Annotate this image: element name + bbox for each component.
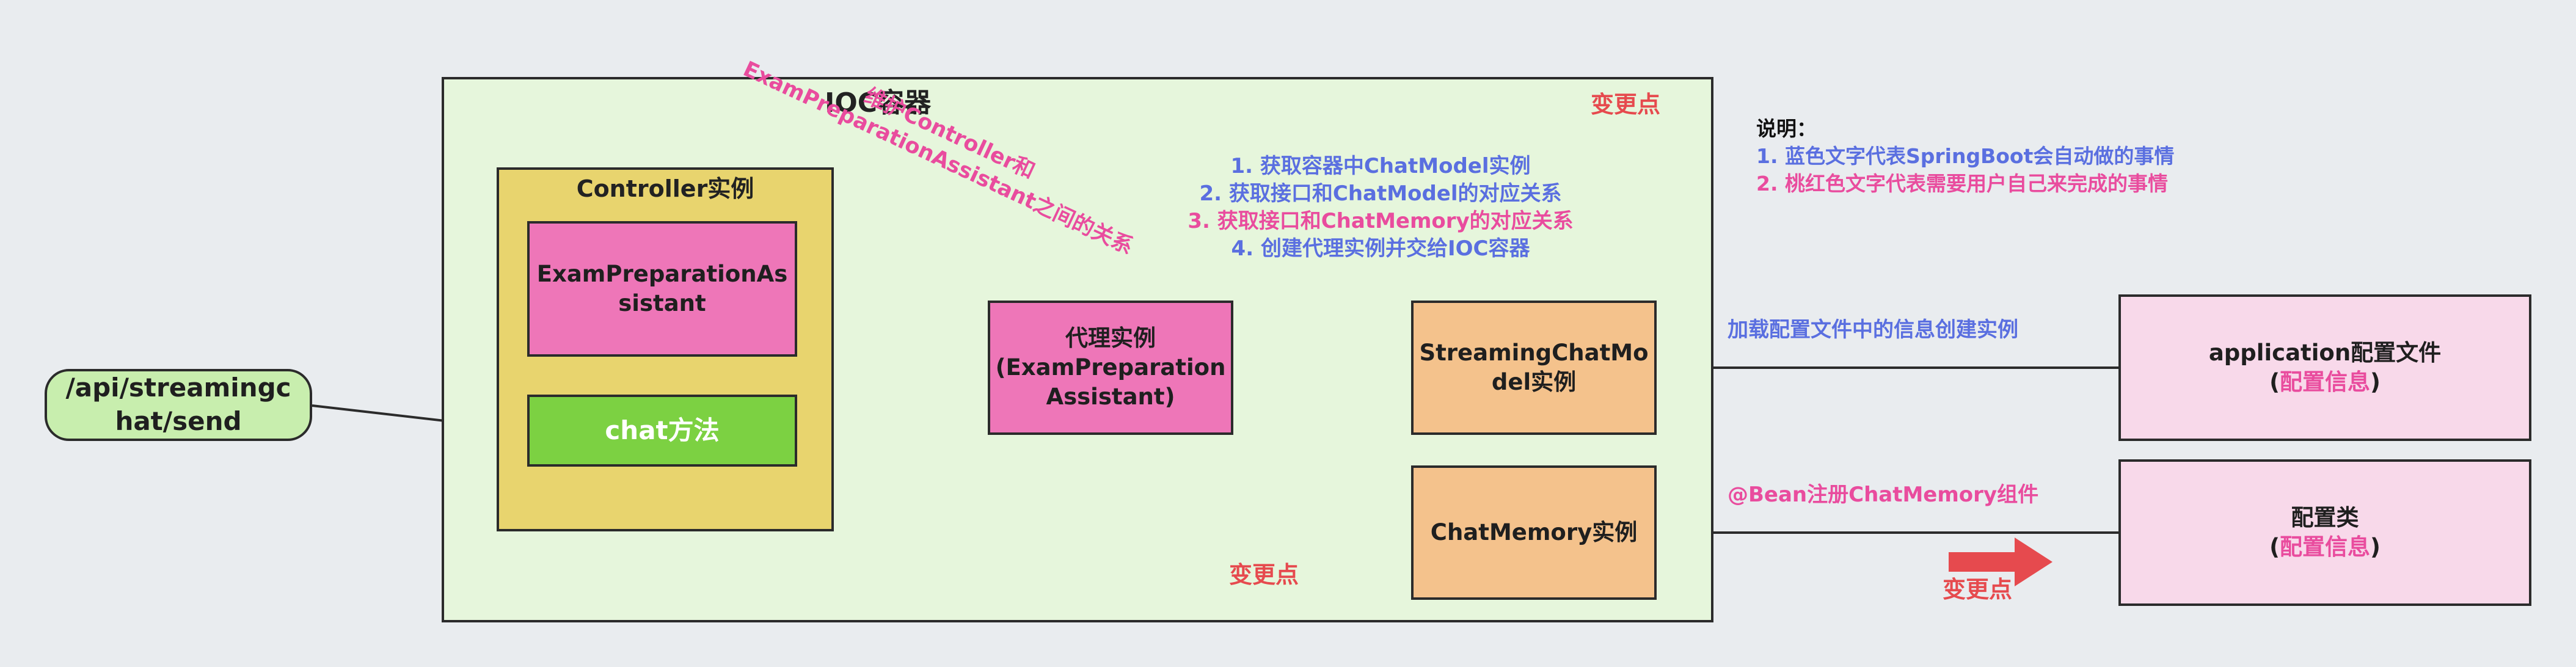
proxy-node-sublabel: (ExamPreparationAssistant)	[995, 354, 1226, 410]
config-class-node: 配置类 (配置信息)	[2118, 459, 2531, 606]
step-3: 3. 获取接口和ChatMemory的对应关系	[1188, 209, 1574, 233]
bean-register-label: @Bean注册ChatMemory组件	[1728, 483, 2039, 507]
change-point-label-right: 变更点	[1943, 576, 2013, 603]
step-4: 4. 创建代理实例并交给IOC容器	[1231, 236, 1530, 261]
change-point-label-bottom: 变更点	[1229, 561, 1299, 588]
cfgclass-config-info: 配置信息	[2280, 534, 2370, 560]
streaming-chat-model-node: StreamingChatModel实例	[1411, 301, 1657, 435]
step-1: 1. 获取容器中ChatModel实例	[1230, 154, 1531, 178]
api-endpoint-node: /api/streamingchat/send	[45, 369, 312, 441]
change-marker-arrow-right	[1949, 538, 2052, 586]
memory-node-label: ChatMemory实例	[1430, 519, 1638, 545]
appcfg-config-info: 配置信息	[2280, 369, 2370, 395]
load-config-label: 加载配置文件中的信息创建实例	[1728, 318, 2018, 342]
api-node-label: /api/streamingchat/send	[65, 373, 291, 436]
appcfg-paren-close: )	[2370, 369, 2381, 395]
appcfg-paren-open: (	[2269, 369, 2280, 395]
proxy-instance-node: 代理实例 (ExamPreparationAssistant)	[988, 301, 1233, 435]
proxy-node-label: 代理实例	[1065, 324, 1156, 351]
chat-memory-node: ChatMemory实例	[1411, 465, 1657, 600]
legend-auto-line: 1. 蓝色文字代表SpringBoot会自动做的事情	[1756, 144, 2175, 168]
exam-node-label: ExamPreparationAssistant	[536, 260, 788, 316]
streaming-node-label: StreamingChatModel实例	[1419, 339, 1649, 395]
application-config-file-node: application配置文件 (配置信息)	[2118, 294, 2531, 441]
appcfg-node-sublabel: (配置信息)	[2209, 368, 2441, 397]
change-point-label-top: 变更点	[1591, 91, 1661, 118]
cfgclass-node-label: 配置类	[2291, 504, 2359, 531]
cfgclass-paren-open: (	[2269, 534, 2280, 560]
chat-method-node: chat方法	[527, 395, 797, 467]
chat-node-label: chat方法	[605, 415, 720, 445]
legend-user-line: 2. 桃红色文字代表需要用户自己来完成的事情	[1756, 172, 2168, 195]
appcfg-node-label: application配置文件	[2208, 339, 2442, 366]
proxy-creation-steps: 1. 获取容器中ChatModel实例 2. 获取接口和ChatModel的对应…	[1148, 153, 1613, 263]
cfgclass-node-sublabel: (配置信息)	[2269, 533, 2381, 562]
legend-notes: 说明： 1. 蓝色文字代表SpringBoot会自动做的事情 2. 桃红色文字代…	[1756, 115, 2306, 197]
legend-title: 说明：	[1756, 117, 1817, 140]
exam-preparation-assistant-node: ExamPreparationAssistant	[527, 221, 797, 357]
ioc-container-title: IOC容器	[825, 87, 932, 118]
controller-instance-title: Controller实例	[576, 175, 754, 202]
step-2: 2. 获取接口和ChatModel的对应关系	[1199, 181, 1562, 206]
cfgclass-paren-close: )	[2370, 534, 2381, 560]
